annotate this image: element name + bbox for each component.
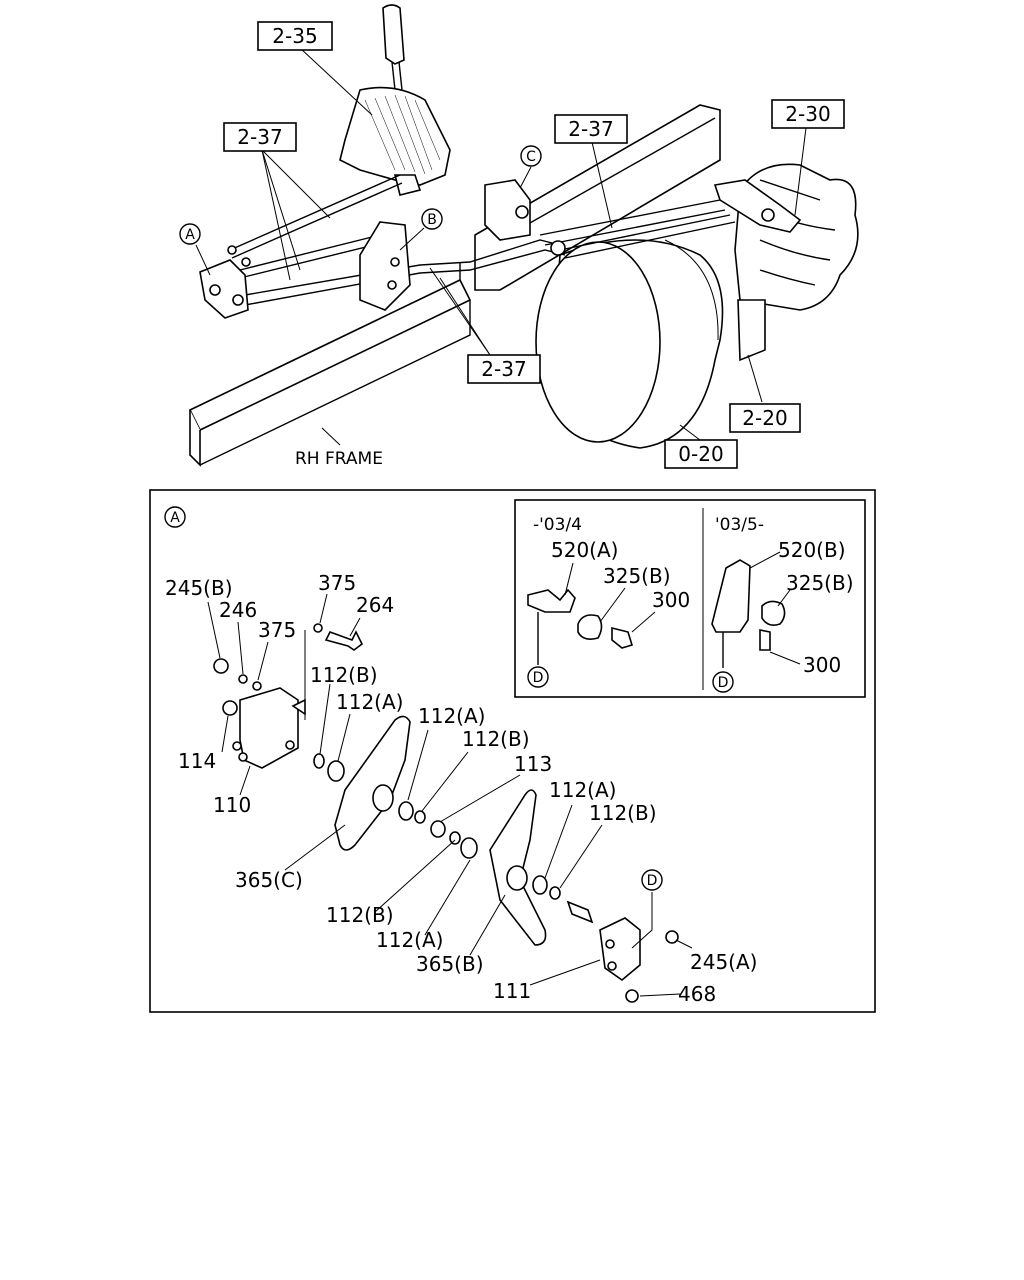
label-246: 246 <box>219 598 257 622</box>
inset-box: -'03/4 '03/5- 520(A) 325(B) 300 D <box>514 499 866 698</box>
shift-lever-assembly <box>339 4 451 196</box>
label-111: 111 <box>493 979 531 1003</box>
label-375-mid: 375 <box>258 618 296 642</box>
svg-text:2-37: 2-37 <box>237 125 282 149</box>
circle-marker-b-top: B <box>421 208 443 230</box>
label-245b: 245(B) <box>165 576 233 600</box>
detail-a-leaders <box>207 593 693 997</box>
detail-a-panel: A -'03/4 '03/5- 520(A) 325(B) 300 D <box>149 489 876 1013</box>
svg-text:D: D <box>533 670 544 686</box>
svg-text:2-30: 2-30 <box>785 102 830 126</box>
inset-left-d-marker: D <box>527 666 549 688</box>
detail-a-d-marker: D <box>641 869 663 891</box>
ref-box-2-35[interactable]: 2-35 <box>257 21 333 51</box>
inset-left-300: 300 <box>652 588 690 612</box>
inset-left-325b: 325(B) <box>603 564 671 588</box>
svg-text:0-20: 0-20 <box>678 442 723 466</box>
svg-text:C: C <box>526 149 536 165</box>
ref-box-2-20[interactable]: 2-20 <box>729 403 801 433</box>
fuel-tank <box>535 239 724 449</box>
label-112a-1: 112(A) <box>336 690 403 714</box>
frame-label: RH FRAME <box>295 449 383 469</box>
label-112a-2: 112(A) <box>418 704 485 728</box>
label-112a-3: 112(A) <box>549 778 616 802</box>
ref-box-2-37-center[interactable]: 2-37 <box>554 114 628 144</box>
svg-text:2-37: 2-37 <box>481 357 526 381</box>
svg-text:2-20: 2-20 <box>742 406 787 430</box>
svg-text:D: D <box>647 873 658 889</box>
center-bracket <box>359 221 411 311</box>
svg-text:B: B <box>427 212 437 228</box>
detail-a-marker: A <box>164 506 186 528</box>
inset-right-300: 300 <box>803 653 841 677</box>
label-375-top: 375 <box>318 571 356 595</box>
frame-right-section <box>474 104 721 291</box>
ref-box-2-37-left[interactable]: 2-37 <box>223 122 297 152</box>
inset-right-325b: 325(B) <box>786 571 854 595</box>
label-113: 113 <box>514 752 552 776</box>
label-112b-3: 112(B) <box>589 801 657 825</box>
inset-right-520b: 520(B) <box>778 538 846 562</box>
inset-right-d-marker: D <box>712 671 734 693</box>
label-112b-1: 112(B) <box>310 663 378 687</box>
callout-leaders <box>195 47 807 446</box>
ref-box-2-37-bottom[interactable]: 2-37 <box>467 354 541 384</box>
svg-text:A: A <box>170 510 180 526</box>
label-114: 114 <box>178 749 216 773</box>
detail-a-parts <box>213 623 679 1003</box>
left-cable-bracket <box>199 245 251 319</box>
inset-right-range: '03/5- <box>715 515 764 535</box>
transmission-lever <box>713 179 802 233</box>
ref-box-0-20[interactable]: 0-20 <box>664 439 738 469</box>
inset-left-range: -'03/4 <box>533 515 582 535</box>
circle-marker-a-top: A <box>179 223 201 245</box>
svg-text:A: A <box>185 227 195 243</box>
inset-left-520a: 520(A) <box>551 538 618 562</box>
ref-box-2-30[interactable]: 2-30 <box>771 99 845 129</box>
svg-text:D: D <box>718 675 729 691</box>
label-110: 110 <box>213 793 251 817</box>
svg-text:2-35: 2-35 <box>272 24 317 48</box>
label-112b-2: 112(B) <box>462 727 530 751</box>
circle-marker-c-top: C <box>520 145 542 167</box>
label-365b: 365(B) <box>416 952 484 976</box>
label-468: 468 <box>678 982 716 1006</box>
label-245a: 245(A) <box>690 950 757 974</box>
label-112a-4: 112(A) <box>376 928 443 952</box>
svg-text:2-37: 2-37 <box>568 117 613 141</box>
label-264: 264 <box>356 593 394 617</box>
label-112b-4: 112(B) <box>326 903 394 927</box>
right-cable-bracket <box>484 179 566 256</box>
label-365c: 365(C) <box>235 868 303 892</box>
top-assembly-view: 2-35 2-37 2-37 2-30 2-37 2-20 0-20 <box>179 4 859 469</box>
rh-frame-rail <box>188 262 472 467</box>
